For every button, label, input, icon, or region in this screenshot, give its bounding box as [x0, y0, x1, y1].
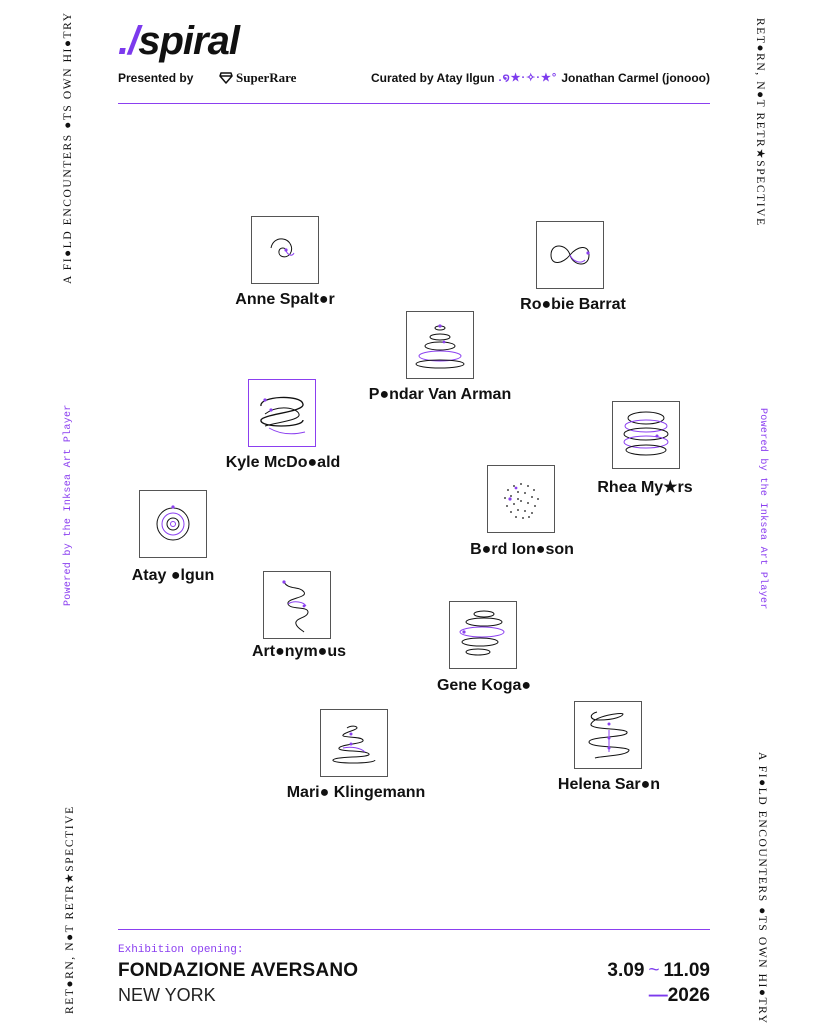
artist-name[interactable]: Art●nym●us — [251, 643, 347, 660]
loop-spiral-icon — [282, 580, 309, 633]
curator-second: Jonathan Carmel (jonooo) — [561, 71, 710, 85]
venue-name: FONDAZIONE AVERSANO — [118, 960, 359, 981]
logo-word: spiral — [138, 19, 240, 63]
date-start: 3.09 — [607, 960, 645, 981]
side-text-right-top: RET●RN, N●T RETR★SPECTIVE — [754, 18, 766, 227]
sponsor-logo[interactable]: SuperRare — [219, 70, 296, 86]
coil-spiral-icon — [260, 396, 306, 435]
concentric-spiral-icon — [156, 505, 190, 541]
artist-name[interactable]: Anne Spalt●r — [235, 291, 335, 308]
exhibition-opening-label: Exhibition opening: — [118, 944, 244, 956]
artwork-thumbnail[interactable] — [320, 709, 388, 777]
artwork-thumbnail[interactable] — [139, 490, 207, 558]
artist-name[interactable]: Kyle McDo●ald — [225, 454, 341, 471]
header-divider — [118, 103, 710, 104]
tower-spiral-icon — [332, 725, 376, 764]
exhibition-dates: 3.09~11.09 — [607, 960, 710, 982]
logo-prefix: ./ — [118, 19, 139, 63]
year-value: 2026 — [667, 985, 710, 1006]
curated-by-label: Curated by Atay Ilgun — [370, 71, 495, 85]
spiral-icon — [270, 238, 295, 258]
side-text-left-bottom: RET●RN, N●T RETR★SPECTIVE — [64, 805, 76, 1014]
artwork-thumbnail[interactable] — [263, 571, 331, 639]
artwork-thumbnail[interactable] — [449, 601, 517, 669]
artist-name[interactable]: Gene Koga● — [436, 677, 532, 694]
artwork-thumbnail[interactable] — [406, 311, 474, 379]
helix-spiral-icon — [588, 711, 630, 759]
date-end: 11.09 — [663, 960, 711, 981]
curators: Curated by Atay Ilgun .໑★·✧·★° Jonathan … — [371, 70, 710, 86]
exhibition-year: —2026 — [649, 985, 710, 1007]
artist-name[interactable]: P●ndar Van Arman — [368, 386, 512, 403]
footer-divider — [118, 929, 710, 930]
side-text-left-mid: Powered by the Inksea Art Player — [63, 404, 74, 606]
artist-name[interactable]: Helena Sar●n — [557, 776, 661, 793]
artwork-thumbnail-selected[interactable] — [248, 379, 316, 447]
side-text-right-mid: Powered by the Inksea Art Player — [757, 408, 768, 610]
artist-name[interactable]: B●rd Ion●son — [470, 541, 574, 558]
sponsor-name: SuperRare — [236, 70, 297, 85]
side-text-right-bottom: A FI●LD ENCOUNTERS ●TS OWN HI●TRY — [756, 752, 768, 1025]
infinity-spiral-icon — [550, 245, 590, 265]
site-logo[interactable]: ./spiral — [118, 16, 240, 66]
date-separator: ~ — [648, 960, 660, 981]
artwork-thumbnail[interactable] — [487, 465, 555, 533]
venue-city: NEW YORK — [118, 985, 216, 1005]
artist-name[interactable]: Atay ●lgun — [131, 567, 215, 584]
superrare-diamond-icon — [219, 72, 233, 84]
artwork-thumbnail[interactable] — [574, 701, 642, 769]
curator-ornament: .໑★·✧·★° — [498, 72, 558, 84]
year-dash: — — [648, 985, 668, 1006]
artist-name[interactable]: Ro●bie Barrat — [520, 296, 626, 313]
artist-name[interactable]: Rhea My★rs — [597, 479, 693, 496]
funnel-spiral-icon — [459, 610, 505, 656]
artist-name[interactable]: Mari● Klingemann — [286, 784, 426, 801]
artwork-thumbnail[interactable] — [251, 216, 319, 284]
artwork-thumbnail[interactable] — [612, 401, 680, 469]
stacked-spiral-icon — [623, 411, 669, 456]
dot-cloud-icon — [504, 483, 539, 519]
presented-by-label: Presented by — [118, 71, 194, 85]
cone-spiral-icon — [415, 324, 465, 369]
side-text-left-top: A FI●LD ENCOUNTERS ●TS OWN HI●TRY — [62, 11, 74, 284]
artwork-thumbnail[interactable] — [536, 221, 604, 289]
